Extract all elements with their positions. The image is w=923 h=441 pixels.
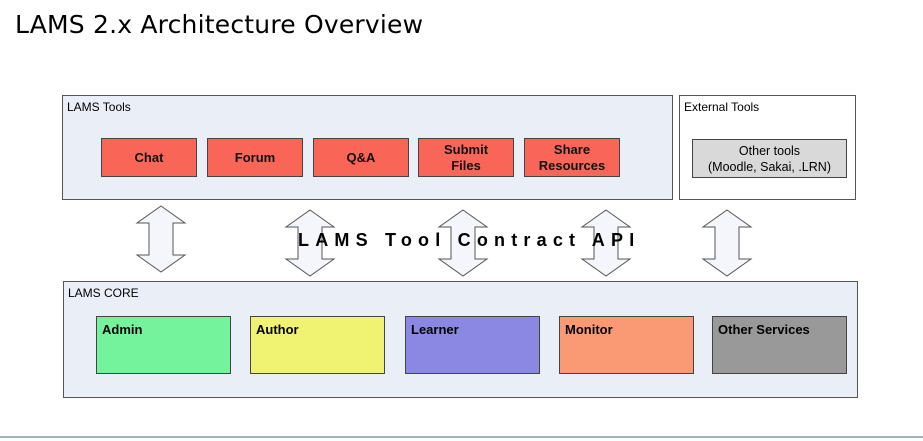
- lams-tools-panel: LAMS Tools Chat Forum Q&A Submit Files S…: [62, 95, 673, 200]
- tool-qa-label: Q&A: [346, 149, 376, 165]
- lams-tools-label: LAMS Tools: [67, 100, 131, 114]
- core-author-label: Author: [256, 322, 299, 337]
- tool-chat: Chat: [101, 138, 197, 177]
- tool-chat-label: Chat: [134, 149, 164, 165]
- double-arrow-icon: [284, 209, 336, 277]
- tool-qa: Q&A: [313, 138, 409, 177]
- bottom-divider: [0, 436, 923, 438]
- tool-share-resources-label: Share Resources: [538, 141, 606, 173]
- double-arrow-icon: [580, 209, 632, 277]
- core-admin-label: Admin: [102, 322, 143, 337]
- double-arrow-icon: [437, 209, 489, 277]
- core-learner: Learner: [405, 316, 540, 374]
- core-monitor-label: Monitor: [565, 322, 613, 337]
- core-admin: Admin: [96, 316, 231, 374]
- core-learner-label: Learner: [411, 322, 459, 337]
- core-other-services: Other Services: [712, 316, 847, 374]
- external-tools-panel: External Tools Other tools (Moodle, Saka…: [679, 95, 856, 200]
- other-tools-box: Other tools (Moodle, Sakai, .LRN): [692, 139, 847, 178]
- tool-forum: Forum: [207, 138, 303, 177]
- double-arrow-icon: [701, 209, 753, 277]
- core-author: Author: [250, 316, 385, 374]
- tool-submit-files-label: Submit Files: [443, 141, 489, 173]
- other-tools-label: Other tools (Moodle, Sakai, .LRN): [708, 143, 831, 174]
- tool-submit-files: Submit Files: [418, 138, 514, 177]
- tool-share-resources: Share Resources: [524, 138, 620, 177]
- tool-forum-label: Forum: [234, 149, 276, 165]
- core-monitor: Monitor: [559, 316, 694, 374]
- page-title: LAMS 2.x Architecture Overview: [15, 10, 424, 39]
- lams-core-panel: LAMS CORE Admin Author Learner Monitor O…: [63, 281, 858, 398]
- double-arrow-icon: [135, 205, 187, 273]
- api-label: LAMS Tool Contract API: [298, 230, 641, 250]
- core-other-services-label: Other Services: [718, 322, 810, 337]
- external-tools-label: External Tools: [684, 100, 760, 114]
- lams-core-label: LAMS CORE: [68, 286, 139, 300]
